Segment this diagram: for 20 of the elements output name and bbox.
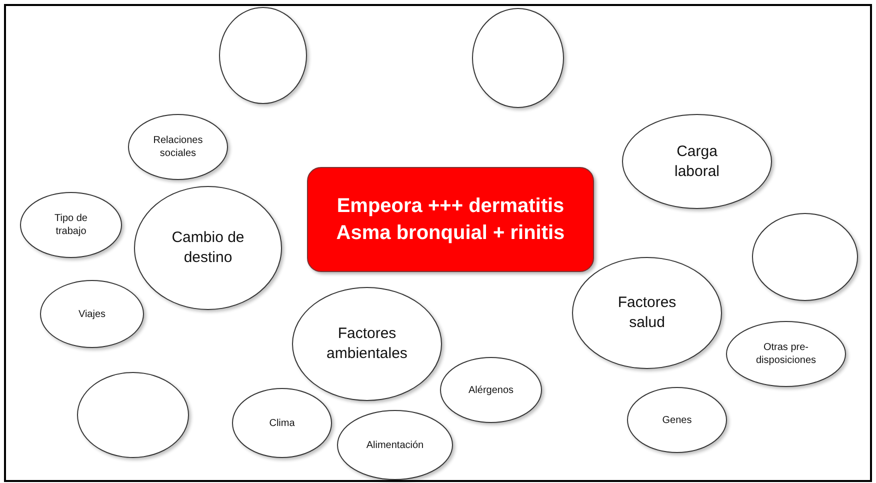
topic-ellipse [726, 321, 846, 387]
topic-ellipse [440, 357, 542, 423]
topic-label: Genes [662, 414, 692, 426]
topic-label: Factores ambientales [326, 324, 408, 364]
topic-label: Viajes [78, 308, 106, 320]
empty-ellipse [472, 8, 564, 108]
topic-ellipse [337, 410, 453, 480]
topic-label: Tipo de trabajo [54, 212, 88, 238]
topic-ellipse [232, 388, 332, 458]
empty-ellipse [219, 7, 307, 104]
highlight-box [307, 167, 594, 272]
topic-label: Clima [269, 416, 295, 430]
topic-label: Otras pre-disposiciones [754, 341, 818, 367]
topic-label: Factores salud [616, 293, 678, 333]
topic-label: Carga laboral [673, 142, 721, 182]
topic-label: Alérgenos [468, 384, 514, 396]
topic-label: Relaciones sociales [152, 134, 204, 160]
topic-label: Alimentación [366, 438, 424, 452]
headline-text: Empeora +++ dermatitis Asma bronquial + rinitis [335, 194, 566, 246]
topic-label: Cambio de destino [170, 228, 246, 268]
